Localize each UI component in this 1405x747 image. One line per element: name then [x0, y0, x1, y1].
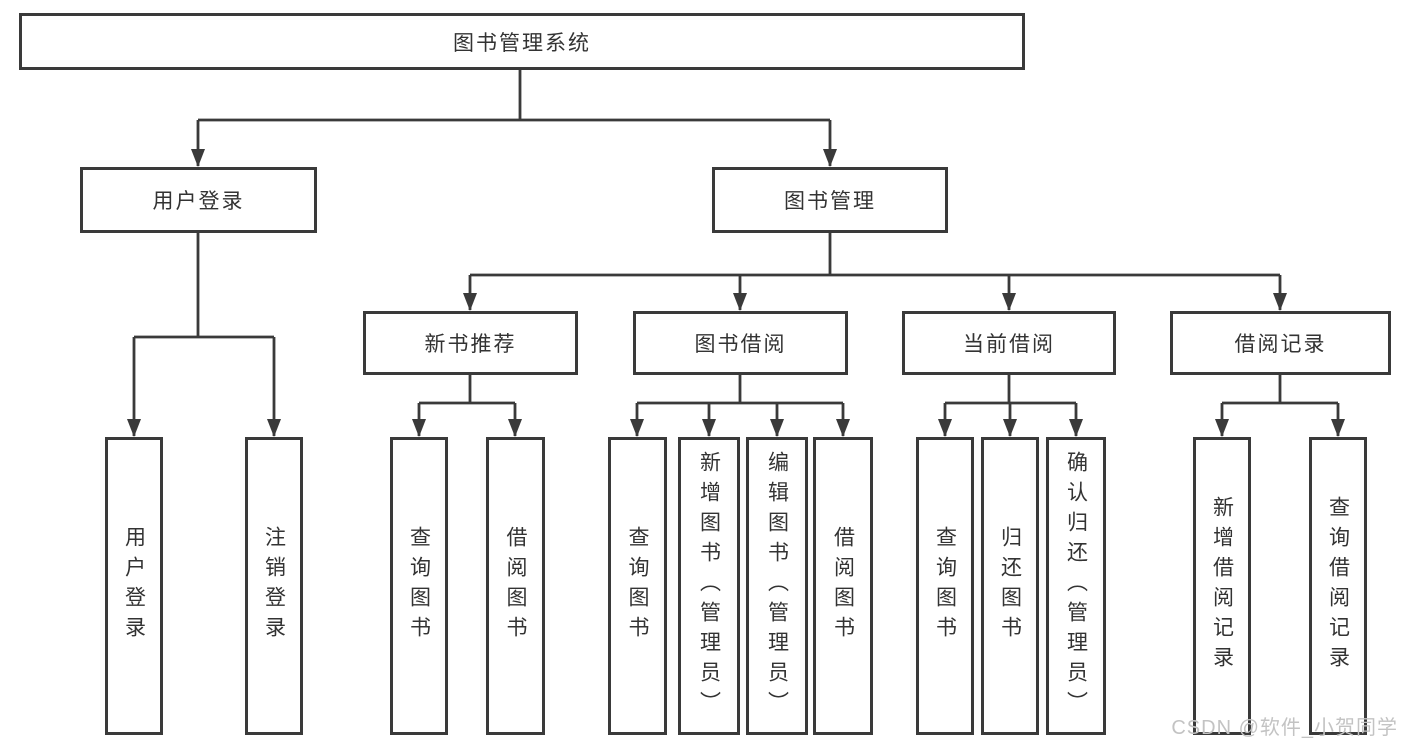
leaf-borrow-books: 借阅图书 — [813, 437, 873, 735]
leaf-label: 新增图书（管理员） — [697, 451, 721, 721]
leaf-confirm-return-admin: 确认归还（管理员） — [1046, 437, 1106, 735]
node-label: 图书借阅 — [694, 333, 787, 356]
node-book-management: 图书管理 — [712, 167, 948, 233]
leaf-add-borrow-record: 新增借阅记录 — [1193, 437, 1251, 735]
leaf-add-books-admin: 新增图书（管理员） — [678, 437, 740, 735]
node-new-book-recommend: 新书推荐 — [363, 311, 578, 375]
leaf-query-borrow-record: 查询借阅记录 — [1309, 437, 1367, 735]
node-label: 新书推荐 — [424, 333, 517, 356]
leaf-query-books-current: 查询图书 — [916, 437, 974, 735]
leaf-query-books-borrowing: 查询图书 — [608, 437, 667, 735]
leaf-logout: 注销登录 — [245, 437, 303, 735]
leaf-borrow-books-recommend: 借阅图书 — [486, 437, 545, 735]
leaf-edit-books-admin: 编辑图书（管理员） — [746, 437, 808, 735]
node-label: 图书管理系统 — [453, 31, 591, 55]
csdn-watermark: CSDN @软件_小贺同学 — [1171, 717, 1398, 739]
node-label: 借阅记录 — [1234, 333, 1327, 356]
leaf-label: 用户登录 — [122, 526, 146, 646]
leaf-label: 归还图书 — [998, 526, 1022, 646]
leaf-label: 查询图书 — [626, 526, 649, 646]
leaf-label: 借阅图书 — [504, 526, 527, 646]
node-user-login: 用户登录 — [80, 167, 317, 233]
leaf-label: 注销登录 — [262, 526, 286, 646]
leaf-label: 编辑图书（管理员） — [765, 451, 789, 721]
tree-branch-lines — [134, 70, 1338, 405]
node-borrowing-records: 借阅记录 — [1170, 311, 1391, 375]
node-library-management-system: 图书管理系统 — [19, 13, 1025, 70]
node-book-borrowing: 图书借阅 — [633, 311, 848, 375]
leaf-label: 查询借阅记录 — [1326, 496, 1350, 676]
leaf-label: 新增借阅记录 — [1210, 496, 1234, 676]
leaf-label: 借阅图书 — [831, 526, 855, 646]
leaf-label: 查询图书 — [407, 526, 431, 646]
leaf-user-login: 用户登录 — [105, 437, 163, 735]
leaf-return-books: 归还图书 — [981, 437, 1039, 735]
node-label: 用户登录 — [152, 190, 245, 213]
leaf-label: 查询图书 — [933, 526, 957, 646]
leaf-label: 确认归还（管理员） — [1064, 451, 1088, 721]
leaf-query-books-recommend: 查询图书 — [390, 437, 448, 735]
tree-arrows — [127, 120, 1345, 437]
node-label: 图书管理 — [784, 190, 876, 213]
node-current-borrowing: 当前借阅 — [902, 311, 1116, 375]
node-label: 当前借阅 — [963, 333, 1055, 356]
